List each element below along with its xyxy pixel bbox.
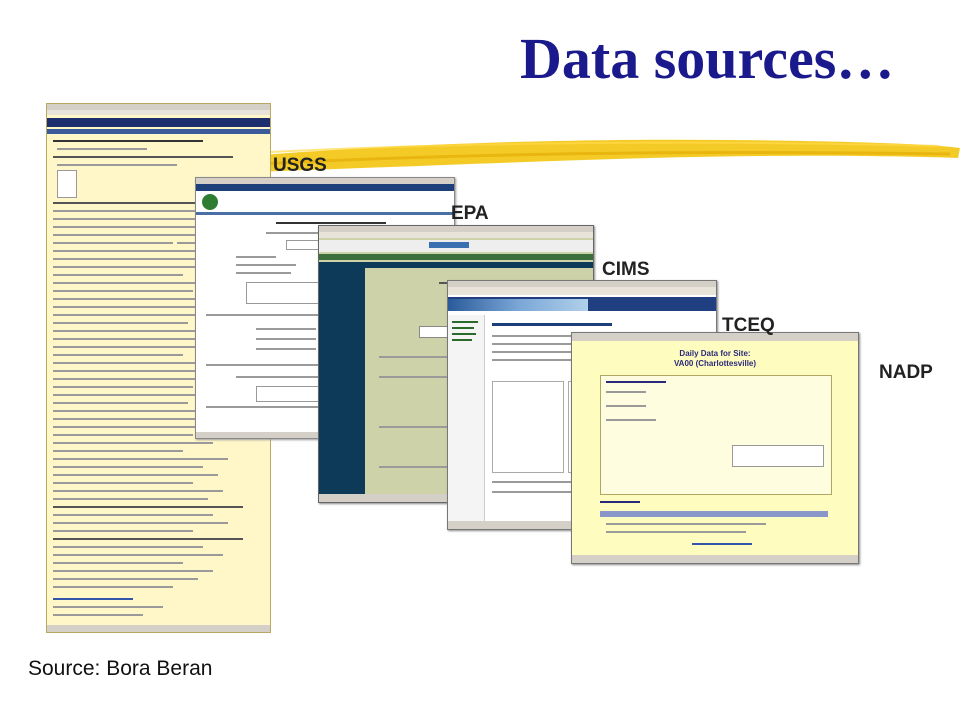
- label-nadp: NADP: [879, 362, 933, 383]
- nadp-heading-line1: Daily Data for Site:: [679, 349, 751, 358]
- nadp-screenshot: Daily Data for Site: VA00 (Charlottesvil…: [571, 332, 859, 564]
- source-caption: Source: Bora Beran: [28, 657, 213, 680]
- nadp-heading: Daily Data for Site: VA00 (Charlottesvil…: [572, 349, 858, 368]
- label-epa: EPA: [451, 203, 489, 224]
- label-cims: CIMS: [602, 259, 650, 280]
- label-usgs: USGS: [273, 155, 327, 176]
- label-tceq: TCEQ: [722, 315, 775, 336]
- slide-title: Data sources…: [520, 26, 895, 91]
- nadp-heading-line2: VA00 (Charlottesville): [673, 358, 757, 368]
- yellow-highlight-swoosh: [250, 139, 960, 172]
